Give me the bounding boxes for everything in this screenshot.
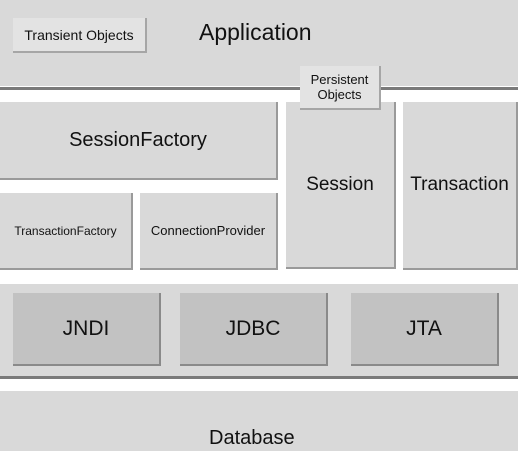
persistent-objects-label: Persistent Objects [310, 72, 369, 102]
connection-provider-label: ConnectionProvider [150, 223, 266, 238]
database-title: Database [209, 427, 295, 449]
database-layer [0, 391, 518, 451]
jndi-label: JNDI [62, 316, 110, 340]
transaction-factory-box: TransactionFactory [0, 193, 133, 270]
jta-box: JTA [351, 293, 499, 366]
jdbc-box: JDBC [180, 293, 328, 366]
session-label: Session [306, 173, 374, 195]
session-factory-box: SessionFactory [0, 102, 278, 180]
session-box: Session [286, 102, 396, 269]
connection-provider-box: ConnectionProvider [140, 193, 278, 270]
jndi-box: JNDI [13, 293, 161, 366]
service-separator [0, 376, 518, 379]
jta-label: JTA [406, 316, 442, 340]
persistent-objects-box: Persistent Objects [300, 66, 381, 110]
application-title: Application [199, 19, 312, 45]
session-factory-label: SessionFactory [69, 128, 207, 151]
jdbc-label: JDBC [225, 316, 281, 340]
application-separator [0, 87, 518, 90]
transient-objects-label: Transient Objects [24, 26, 134, 43]
transient-objects-box: Transient Objects [13, 18, 147, 53]
transaction-label: Transaction [410, 174, 509, 195]
transaction-box: Transaction [403, 102, 518, 270]
transaction-factory-label: TransactionFactory [14, 223, 117, 238]
